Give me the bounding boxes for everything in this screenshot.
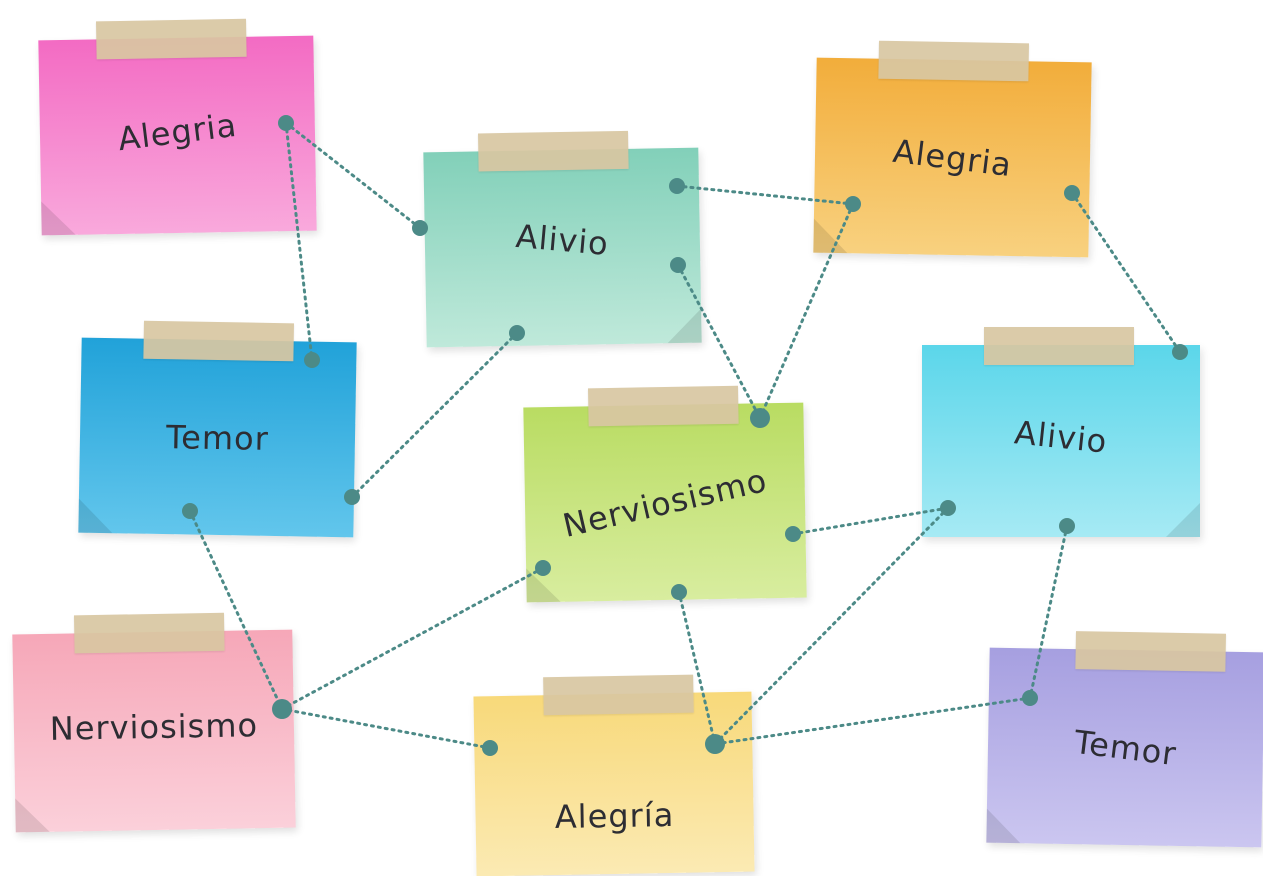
connector-dot <box>671 584 687 600</box>
note-alivio-cyan: Alivio <box>922 327 1200 537</box>
folded-corner <box>1166 503 1200 537</box>
connector-dot <box>670 257 686 273</box>
connector-line <box>676 263 762 420</box>
connector-line <box>350 331 519 499</box>
connector-line <box>1070 191 1182 354</box>
connector-line <box>280 707 492 750</box>
connector-dot <box>845 196 861 212</box>
connector-dot <box>669 178 685 194</box>
connector-dot <box>278 115 294 131</box>
connector-dot <box>940 500 956 516</box>
connector-dot <box>304 352 320 368</box>
connector-line <box>1028 524 1069 700</box>
connector-dot <box>344 489 360 505</box>
connector-dot <box>482 740 498 756</box>
connector-line <box>713 506 950 746</box>
connector-line <box>280 566 545 711</box>
connector-dot <box>1064 185 1080 201</box>
connector-dot <box>535 560 551 576</box>
connector-dot <box>1172 344 1188 360</box>
connector-dot <box>509 325 525 341</box>
connector-line <box>758 202 855 420</box>
connector-dot <box>412 220 428 236</box>
connector-line <box>284 121 314 362</box>
connector-line <box>188 509 284 711</box>
connector-dot <box>182 503 198 519</box>
connector-line <box>677 590 717 746</box>
connector-line <box>675 184 855 206</box>
tape <box>984 327 1134 365</box>
connector-dot <box>1059 518 1075 534</box>
connector-dot <box>750 408 770 428</box>
connector-line <box>284 121 422 230</box>
connector-line <box>713 696 1032 746</box>
connector-line <box>791 506 950 536</box>
connector-dot <box>785 526 801 542</box>
connector-dot <box>272 699 292 719</box>
connector-dot <box>705 734 725 754</box>
connector-dot <box>1022 690 1038 706</box>
